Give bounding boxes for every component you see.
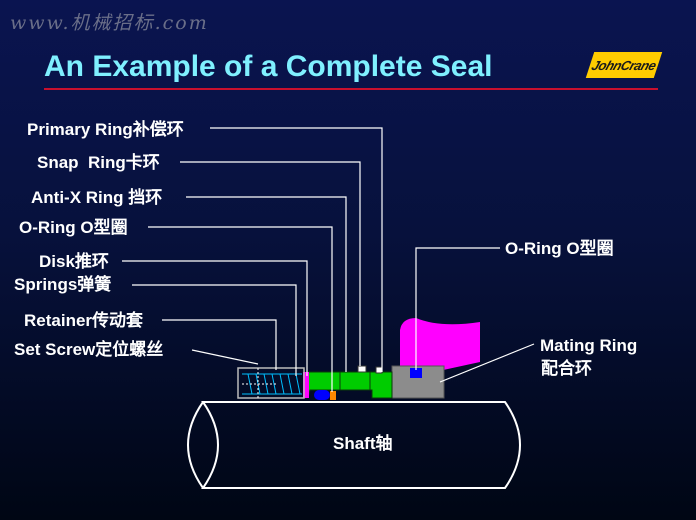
- leader-disk: [122, 260, 308, 376]
- label-shaft: Shaft轴: [333, 434, 393, 453]
- leader-anti-x-ring: [186, 196, 347, 372]
- label-o-ring-right: O-Ring O型圈: [505, 239, 614, 258]
- label-mating-ring: Mating Ring: [540, 336, 638, 355]
- anti-x-ring: [375, 366, 383, 374]
- disk: [303, 372, 309, 398]
- label-set-screw: Set Screw定位螺丝: [14, 340, 164, 359]
- leader-primary-ring: [210, 127, 383, 372]
- leader-o-ring-right: [415, 247, 500, 370]
- leader-mating-ring: [439, 343, 535, 383]
- label-o-ring-left: O-Ring O型圈: [19, 218, 128, 237]
- watermark: www.机械招标.com: [10, 12, 209, 34]
- label-mating-ring-cn: 配合环: [541, 359, 592, 378]
- set-screw: [242, 368, 276, 398]
- label-anti-x-ring: Anti-X Ring 挡环: [31, 188, 163, 207]
- title-underline: [44, 88, 658, 90]
- shaft: [187, 401, 521, 489]
- o-ring-right: [410, 368, 422, 378]
- label-retainer: Retainer传动套: [24, 311, 144, 330]
- slide-title: An Example of a Complete Seal: [44, 50, 493, 83]
- label-snap-ring: Snap Ring卡环: [37, 153, 160, 172]
- leader-snap-ring: [180, 161, 361, 366]
- leader-o-ring-left: [148, 226, 333, 392]
- label-primary-ring: Primary Ring补偿环: [27, 120, 184, 139]
- leader-retainer: [162, 319, 277, 370]
- label-disk: Disk推环: [39, 252, 109, 271]
- snap-ring: [357, 365, 367, 373]
- leader-springs: [132, 284, 297, 376]
- primary-ring-face: [339, 371, 371, 391]
- leader-set-screw: [191, 349, 259, 365]
- retainer: [237, 367, 305, 399]
- gland-housing: [400, 318, 480, 372]
- label-springs: Springs弹簧: [14, 275, 112, 294]
- o-ring-spacer: [330, 391, 336, 400]
- o-ring-left: [314, 390, 330, 400]
